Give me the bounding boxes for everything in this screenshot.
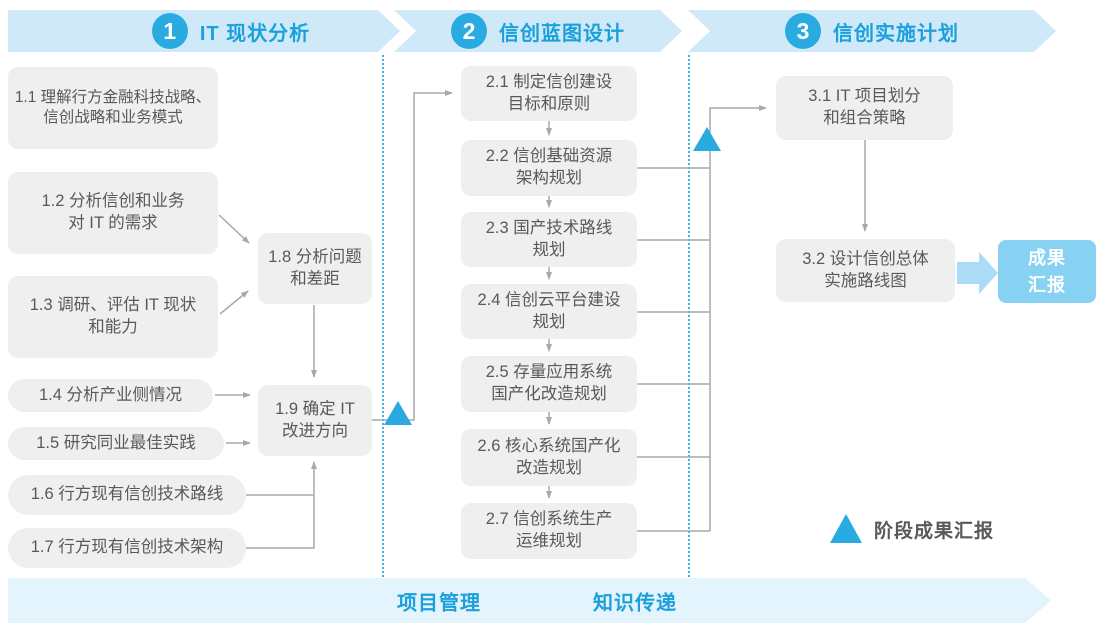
phase-banner-3: 3 信创实施计划 [688,10,1056,52]
arrow-1-7-to-1-9 [246,461,317,549]
node-1-6: 1.6 行方现有信创技术路线 [8,475,246,515]
phase-1-number-badge: 1 [152,13,188,49]
node-2-1: 2.1 制定信创建设 目标和原则 [461,66,637,121]
phase-3-title: 信创实施计划 [833,22,959,45]
node-2-3: 2.3 国产技术路线 规划 [461,212,637,267]
arrow-1-9-to-2-1 [372,90,453,421]
node-2-6: 2.6 核心系统国产化 改造规划 [461,429,637,486]
node-2-2: 2.2 信创基础资源 架构规划 [461,140,637,196]
phase-banner-2: 2 信创蓝图设计 [394,10,682,52]
node-2-7: 2.7 信创系统生产 运维规划 [461,503,637,559]
arrow-collector-to-3-1 [709,105,767,531]
node-1-8: 1.8 分析问题 和差距 [258,233,372,304]
thick-arrow-icon [957,252,998,294]
legend-triangle-icon [830,514,862,543]
node-1-2: 1.2 分析信创和业务 对 IT 的需求 [8,172,218,254]
phase-3-number-badge: 3 [785,13,821,49]
phase-separator-line-1 [382,55,384,577]
footer-label-project-management: 项目管理 [397,592,481,614]
node-3-2: 3.2 设计信创总体 实施路线图 [776,239,955,302]
bottom-banner: 项目管理 知识传递 [8,578,1051,623]
node-1-4: 1.4 分析产业侧情况 [8,379,213,412]
node-1-9: 1.9 确定 IT 改进方向 [258,385,372,456]
footer-label-knowledge-transfer: 知识传递 [593,592,677,614]
node-2-5: 2.5 存量应用系统 国产化改造规划 [461,356,637,412]
node-1-7: 1.7 行方现有信创技术架构 [8,528,246,568]
milestone-triangle-icon [384,401,412,425]
result-report-box: 成果 汇报 [998,240,1096,303]
node-2-4: 2.4 信创云平台建设 规划 [461,284,637,339]
phase-banner-1: 1 IT 现状分析 [8,10,400,52]
legend-label: 阶段成果汇报 [874,521,995,542]
node-1-1: 1.1 理解行方金融科技战略、 信创战略和业务模式 [8,67,218,149]
phase-separator-line-2 [688,55,690,577]
milestone-triangle-icon [693,127,721,151]
arrow-1-3-to-1-8 [219,290,249,315]
arrow-1-2-to-1-8 [218,214,250,244]
phase-1-title: IT 现状分析 [199,22,311,45]
node-3-1: 3.1 IT 项目划分 和组合策略 [776,76,953,140]
node-1-3: 1.3 调研、评估 IT 现状 和能力 [8,276,218,358]
phase-2-title: 信创蓝图设计 [499,22,625,45]
node-1-5: 1.5 研究同业最佳实践 [8,427,224,460]
phase-2-number-badge: 2 [451,13,487,49]
